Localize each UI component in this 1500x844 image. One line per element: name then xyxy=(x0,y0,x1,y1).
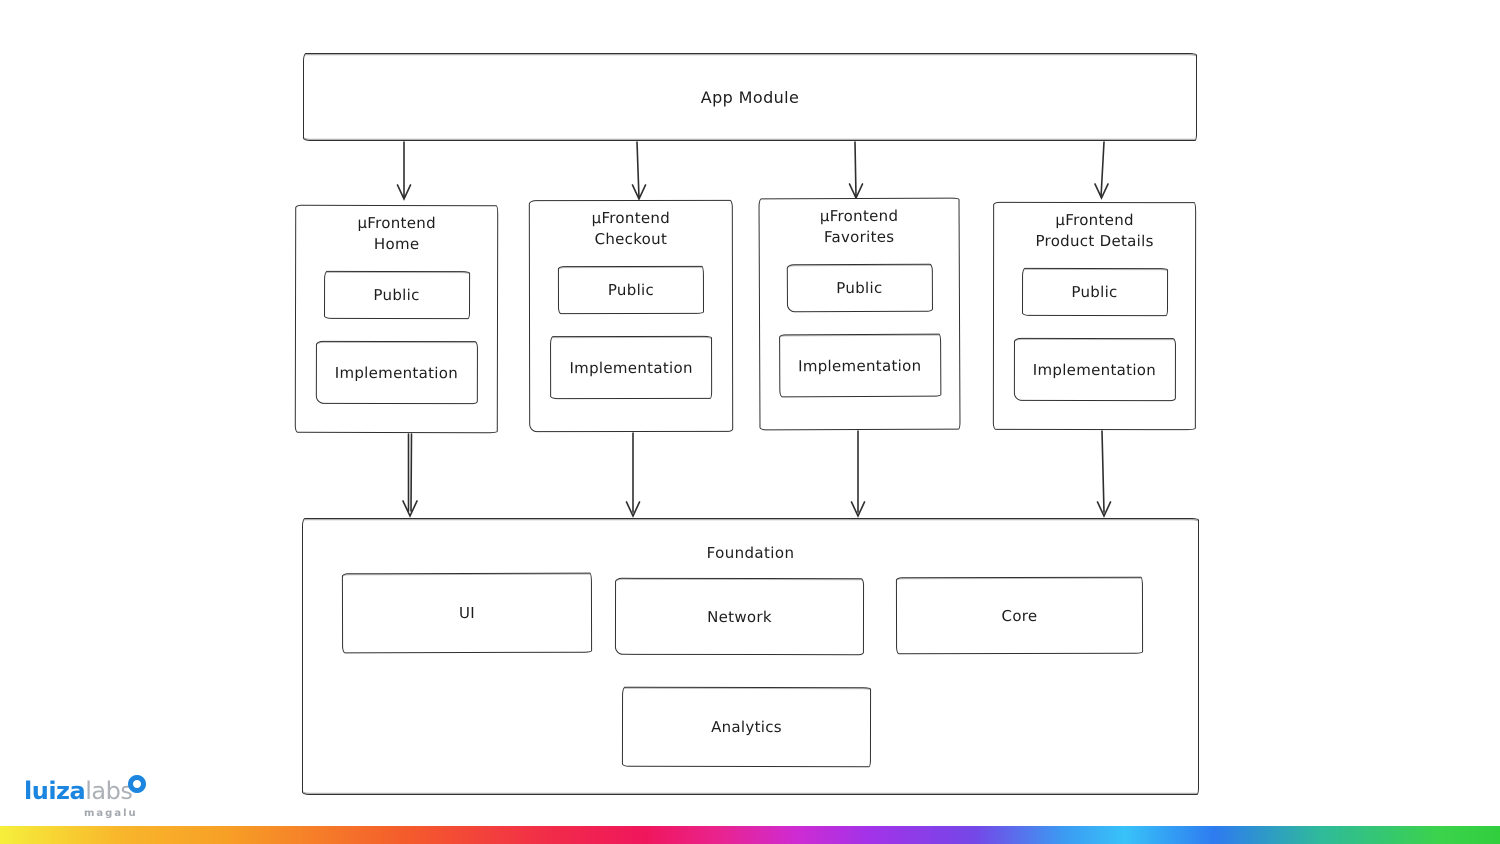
arrow-app-to-favorites xyxy=(848,141,864,200)
mfe-product-details-title: μFrontend Product Details xyxy=(994,210,1195,252)
public-label: Public xyxy=(1071,282,1118,302)
mfe-favorites-title: μFrontend Favorites xyxy=(760,206,959,249)
arrow-favorites-to-foundation xyxy=(850,430,866,518)
mfe-title-line1: μFrontend xyxy=(1055,210,1134,230)
arrow-product-details-to-foundation xyxy=(1096,430,1112,518)
app-module-label: App Module xyxy=(700,87,800,107)
mfe-title-line2: Favorites xyxy=(823,227,895,247)
foundation-box: Foundation UI Network Core Analytics xyxy=(302,518,1199,795)
logo-magalu: magalu xyxy=(84,808,138,819)
mfe-favorites-implementation-box: Implementation xyxy=(778,333,941,398)
implementation-label: Implementation xyxy=(1032,360,1157,379)
core-label: Core xyxy=(1001,606,1038,625)
mfe-product-details-public-box: Public xyxy=(1021,267,1168,317)
arrow-home-to-foundation xyxy=(402,433,418,518)
app-module-box: App Module xyxy=(303,53,1197,141)
arrow-checkout-to-foundation xyxy=(625,432,641,518)
mfe-home-implementation-box: Implementation xyxy=(315,340,478,405)
ui-label: UI xyxy=(458,603,476,623)
mfe-title-line1: μFrontend xyxy=(819,206,899,226)
mfe-title-line1: μFrontend xyxy=(357,213,436,233)
network-label: Network xyxy=(707,607,772,626)
implementation-label: Implementation xyxy=(334,363,459,382)
public-label: Public xyxy=(607,280,655,300)
mfe-checkout-public-box: Public xyxy=(557,265,704,315)
public-label: Public xyxy=(373,285,420,305)
implementation-label: Implementation xyxy=(569,358,693,377)
mfe-title-line1: μFrontend xyxy=(591,208,671,228)
foundation-ui-box: UI xyxy=(341,572,593,654)
public-label: Public xyxy=(836,278,883,298)
mfe-title-line2: Home xyxy=(373,234,420,254)
foundation-network-box: Network xyxy=(614,577,865,656)
logo-labs: labs xyxy=(85,777,133,805)
arrow-app-to-home xyxy=(396,141,412,201)
mfe-checkout-box: μFrontend Checkout Public Implementation xyxy=(528,199,734,433)
luizalabs-wordmark: luizalabs xyxy=(24,775,174,805)
mfe-checkout-title: μFrontend Checkout xyxy=(530,208,732,250)
foundation-label: Foundation xyxy=(706,544,795,562)
mfe-home-box: μFrontend Home Public Implementation xyxy=(294,204,499,434)
analytics-label: Analytics xyxy=(711,717,782,737)
mfe-checkout-implementation-box: Implementation xyxy=(550,335,713,400)
logo-luiza: luiza xyxy=(24,777,86,805)
foundation-analytics-box: Analytics xyxy=(621,686,872,768)
mfe-favorites-public-box: Public xyxy=(786,263,933,313)
mfe-home-public-box: Public xyxy=(323,270,470,320)
rainbow-bar xyxy=(0,826,1500,844)
mfe-product-details-box: μFrontend Product Details Public Impleme… xyxy=(992,201,1197,431)
mfe-home-title: μFrontend Home xyxy=(296,213,497,255)
arrow-app-to-product-details xyxy=(1094,141,1109,200)
luizalabs-logo: luizalabs magalu xyxy=(24,775,174,819)
arrow-app-to-checkout xyxy=(631,141,647,201)
mfe-favorites-box: μFrontend Favorites Public Implementatio… xyxy=(758,197,961,431)
logo-donut-icon xyxy=(128,775,146,793)
mfe-product-details-implementation-box: Implementation xyxy=(1013,337,1176,402)
mfe-title-line2: Product Details xyxy=(1035,231,1154,251)
foundation-core-box: Core xyxy=(895,576,1144,655)
implementation-label: Implementation xyxy=(798,356,922,375)
mfe-title-line2: Checkout xyxy=(594,229,668,249)
